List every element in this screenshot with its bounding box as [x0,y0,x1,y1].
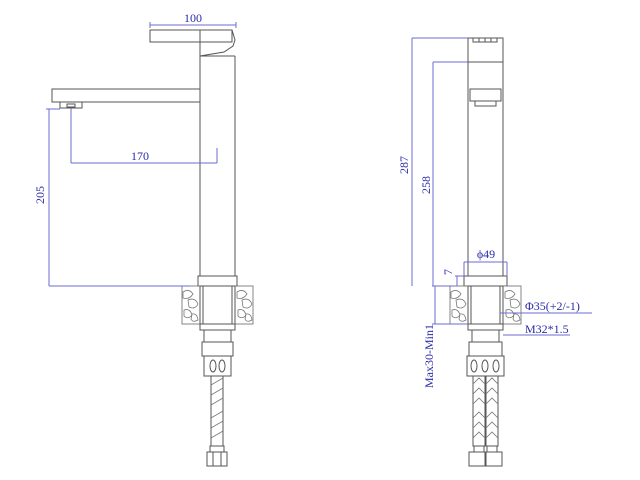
tap-body [197,42,238,287]
mounting-nut-front [466,323,505,377]
dimension-thread: M32*1.5 [503,322,570,336]
dim-m32-label: M32*1.5 [525,322,569,336]
front-view: 287 258 ϕ49 7 Φ35(+2/-1) M32*1.5 [397,37,592,467]
dimension-spout-reach: 170 [70,108,218,164]
dim-7-label: 7 [441,269,455,275]
dim-max30-min1-label: Max30-Min1 [422,324,436,388]
supply-hose [206,375,228,467]
dim-287-label: 287 [397,156,411,174]
dimension-total-height: 287 [397,37,468,286]
dimension-spout-height: 205 [33,108,190,287]
supply-hoses-front [468,375,503,467]
dim-258-label: 258 [419,176,433,194]
dim-205-label: 205 [33,186,47,204]
tap-body-front [463,37,508,287]
dimension-counter-thickness: Max30-Min1 [422,285,468,388]
dimension-body-height: 258 [419,61,468,286]
dimension-hole-diameter: Φ35(+2/-1) [500,299,592,314]
handle-lever [149,29,236,57]
dim-phi49-label: ϕ49 [477,247,495,261]
dimension-base-diameter: ϕ49 [463,247,508,276]
side-view: 100 170 205 [33,11,254,467]
countertop-section [181,285,254,325]
dimension-handle-length: 100 [149,11,237,28]
spout [51,88,201,109]
dimension-base-offset: 7 [441,269,464,287]
dim-170-label: 170 [131,149,149,163]
countertop-section-front [449,285,522,325]
dim-phi35-label: Φ35(+2/-1) [525,299,580,313]
dim-100-label: 100 [184,11,202,25]
mounting-nut [199,323,236,377]
